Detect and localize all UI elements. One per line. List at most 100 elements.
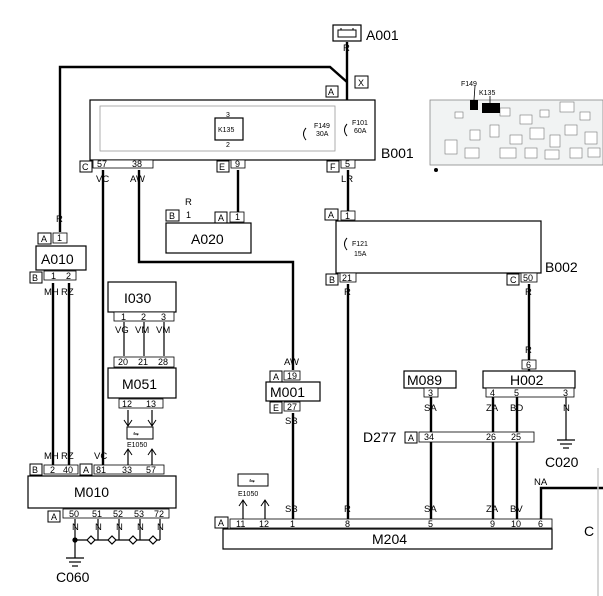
h002-label: H002 [510,372,544,388]
b002-pin-21: 21 [342,273,352,283]
b002-label: B002 [545,259,578,275]
m001-component: AW A 19 M001 E 27 SB [265,357,321,427]
connector-a-b001-box [325,85,339,98]
m010-wire-n-1: N [72,522,79,533]
i030-wire-code-vg: VG [115,325,129,336]
m204-component: ⇋ E1050 SB R SA ZA BV NA A 11 12 1 8 5 9… [214,473,553,550]
i030-label: I030 [124,290,151,306]
a010-pin-b2: 2 [66,271,71,281]
m204-wire-code-za: ZA [486,504,499,515]
m001-wire-code-aw: AW [284,357,299,368]
c020-label: C020 [545,454,579,470]
d277-splice: D277 A 34 26 25 [363,429,535,445]
wire-code-lr: LR [341,174,353,185]
fuse-f121-label: F121 [352,241,368,248]
m051-pin-13: 13 [146,399,156,409]
fuse-f149-label: F149 [314,123,330,130]
i030-wire-code-vm2: VM [156,325,170,336]
connector-a-b001: A [328,87,334,97]
fuse-f101-rating: 60A [354,128,367,135]
wire-code-aw: AW [130,174,145,185]
m051-pin-20: 20 [118,357,128,367]
m010-pin-50: 50 [69,509,79,519]
photo-label-k135: K135 [479,90,495,97]
svg-text:⇋: ⇋ [249,478,255,485]
i030-pin-3: 3 [161,312,166,322]
d277-pin-25: 25 [511,432,521,442]
connector-b-b002: B [329,275,335,285]
ground-c060 [66,535,158,567]
fuse-f121-icon [344,237,348,251]
m001-label: M001 [270,384,305,400]
h002-wire-code-n: N [563,403,570,414]
b001-label: B001 [381,145,414,161]
b001-fuse-box: K135 3 2 F149 30A F101 60A B001 [89,99,414,161]
a010-wire-code-mh: MH [44,287,59,298]
connector-a-m001: A [273,372,279,382]
h002-pin-5: 5 [514,388,519,398]
m010-component: MH RZ VC B 2 40 A 81 33 57 M010 A 50 51 … [27,451,177,533]
m089-pin-3: 3 [428,388,433,398]
c060-label: C060 [56,569,90,585]
m204-label: M204 [372,531,407,547]
fuse-f121-rating: 15A [354,251,367,258]
svg-text:2: 2 [226,142,230,149]
m010-pin-2: 2 [50,465,55,475]
connector-x-box [354,75,369,89]
m204-pin-9: 9 [490,519,495,529]
m010-wire-code-mh: MH [44,451,59,462]
m010-pin-81: 81 [96,465,106,475]
m010-wire-code-vc: VC [94,451,107,462]
m204-pin-12: 12 [259,519,269,529]
fuse-box-photo: F149 K135 [429,81,603,172]
d277-label: D277 [363,429,397,445]
connector-a-m204: A [218,518,224,528]
photo-label-f149: F149 [461,81,477,88]
connector-b-a020: B [169,211,175,221]
a020-component: B R 1 A 1 A020 [165,197,252,254]
a010-wire-code-rz: RZ [61,287,74,298]
partial-component-label: C [584,523,594,539]
b002-pin-50: 50 [523,273,533,283]
m010-pin-52: 52 [113,509,123,519]
connector-a-b002: A [328,210,334,220]
connector-a-a010: A [41,234,47,244]
splice-e1050-m051: ⇋ E1050 [123,419,157,456]
m204-pin-11: 11 [236,519,245,529]
a010-pin-b1: 1 [51,271,56,281]
m204-pin-1: 1 [290,519,295,529]
a001-label: A001 [366,27,399,43]
m051-pin-21: 21 [138,357,148,367]
a010-wire-code-r: R [56,214,63,225]
h002-wire-code-bd: BD [510,403,523,414]
m089-component: M089 3 SA [403,370,457,414]
i030-pin-2: 2 [141,312,146,322]
connector-a-m010-bottom: A [51,512,57,522]
connector-b-a010: B [32,273,38,283]
m051-label: M051 [122,376,157,392]
thin-wires [74,322,567,558]
m001-pin-27: 27 [287,402,297,412]
h002-component: R 6 H002 4 5 3 ZA BD N [482,345,576,414]
a010-label: A010 [41,251,74,267]
a001-wire-code: R [343,43,350,54]
a001-battery: A001 R [332,24,399,54]
m010-pin-57: 57 [146,465,156,475]
m204-pin-8: 8 [345,519,350,529]
relay-k135 [214,117,244,141]
splice-label-2: E1050 [238,491,258,498]
pin-5: 5 [345,159,350,169]
m010-wire-code-rz: RZ [61,451,74,462]
connector-e-b001: E [219,162,225,172]
a020-pin-a1: 1 [235,212,240,222]
m010-wire-n-5: N [157,522,164,533]
wire-r-x-a010 [58,65,348,232]
h002-wire-code-za: ZA [486,403,499,414]
m010-pin-33: 33 [122,465,132,475]
relay-k135-label: K135 [218,127,234,134]
a010-pin-1: 1 [57,233,62,243]
d277-pin-26: 26 [486,432,496,442]
h002-pin-6: 6 [526,360,531,370]
m204-wire-code-r: R [344,504,351,515]
photo-f149-marker [470,100,478,110]
